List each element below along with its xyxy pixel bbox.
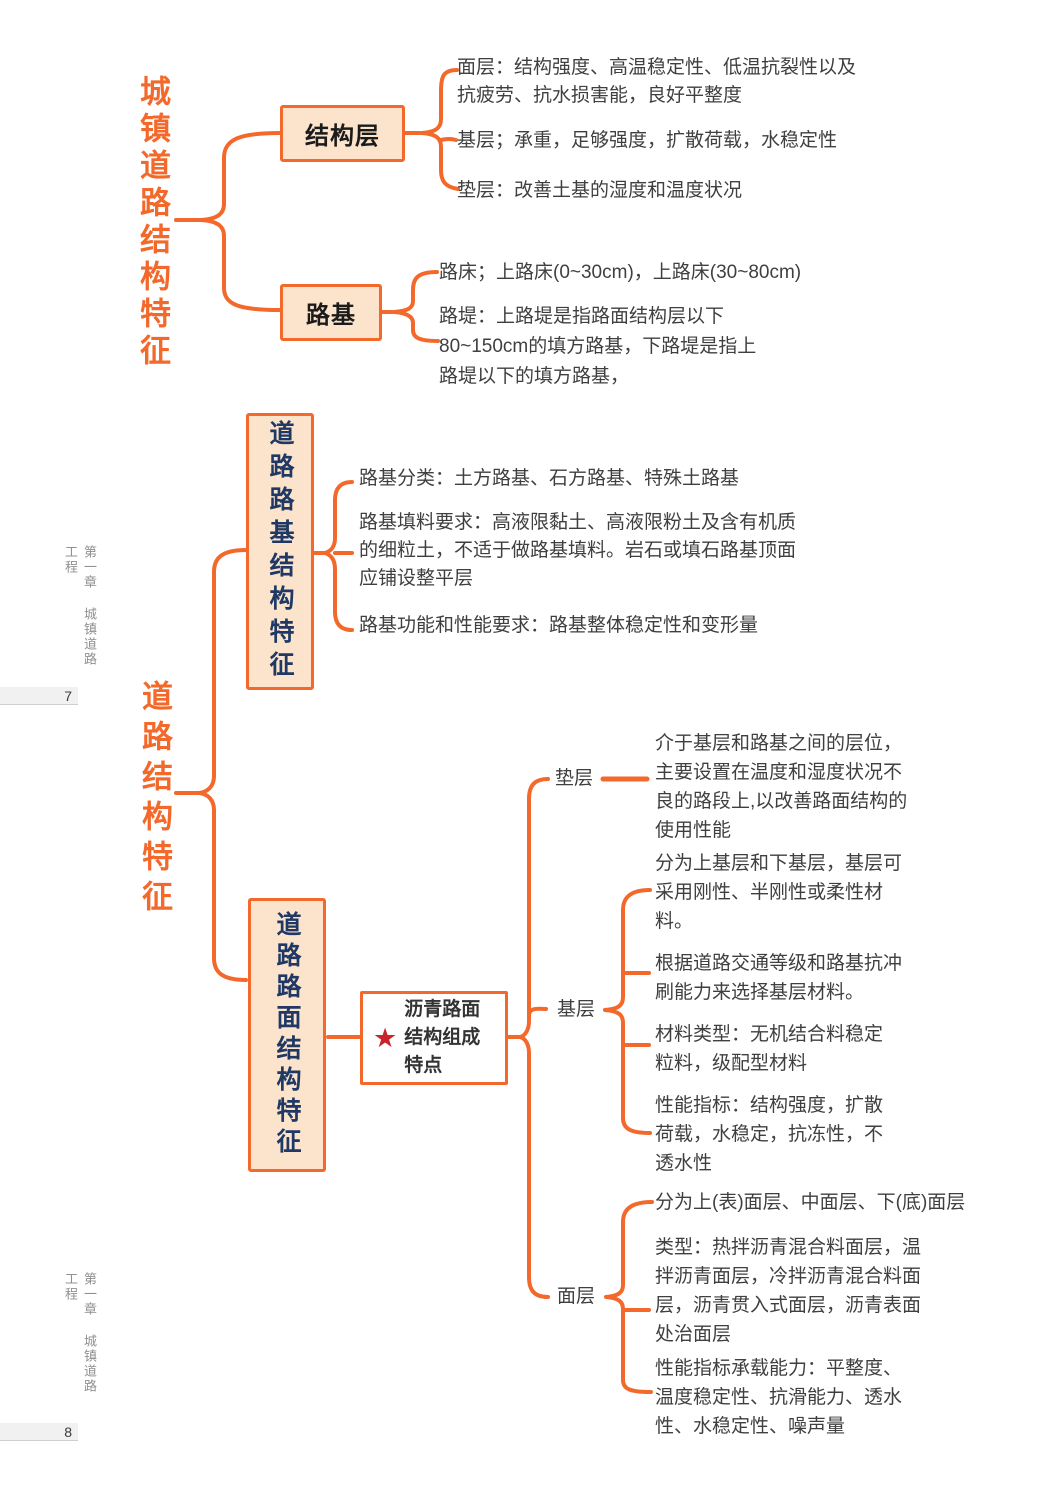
- node-subgrade-structure-label: 道路路基结构特征: [266, 419, 294, 684]
- node-pavement-structure: 道路路面结构特征: [248, 898, 326, 1172]
- text-surface-course: 面层：结构强度、高温稳定性、低温抗裂性以及 抗疲劳、抗水损害能，良好平整度: [457, 57, 857, 106]
- root-title-road-structure: 道路结构特征: [137, 680, 172, 920]
- node-asphalt-pavement-features: ★ 沥青路面 结构组成 特点: [360, 991, 508, 1085]
- node-subgrade-label: 路基: [306, 302, 356, 329]
- text-cushion-desc: 介于基层和路基之间的层位， 主要设置在温度和湿度状况不 良的路段上,以改善路面结…: [655, 733, 908, 841]
- text-subgrade-classification: 路基分类：土方路基、石方路基、特殊土路基: [359, 468, 740, 489]
- text-cushion-course: 垫层：改善土基的湿度和温度状况: [457, 180, 743, 201]
- node-structure-layer: 结构层: [280, 105, 405, 162]
- text-embankment: 路堤：上路堤是指路面结构层以下 80~150cm的填方路基，下路堤是指上 路堤以…: [439, 306, 757, 387]
- text-base-course: 基层；承重，足够强度，扩散荷载，水稳定性: [457, 130, 838, 151]
- page-number-top: 7: [0, 687, 78, 705]
- node-subgrade: 路基: [280, 284, 382, 341]
- margin-chapter-label-bottom: 第一章 城镇道路工程: [63, 1272, 97, 1394]
- page-number-bottom: 8: [0, 1423, 78, 1441]
- label-surface-layer: 面层: [557, 1286, 596, 1307]
- root-title-urban-road-structure: 城镇道路结构特征: [135, 75, 170, 371]
- text-base-p1: 分为上基层和下基层，基层可 采用刚性、半刚性或柔性材 料。: [655, 853, 903, 932]
- text-base-p4: 性能指标：结构强度，扩散 荷载，水稳定，抗冻性，不 透水性: [655, 1095, 884, 1174]
- text-roadbed: 路床；上路床(0~30cm)，上路床(30~80cm): [439, 262, 802, 283]
- text-subgrade-filling: 路基填料要求：高液限黏土、高液限粉土及含有机质 的细粒土，不适于做路基填料。岩石…: [359, 512, 797, 589]
- text-base-p3: 材料类型：无机结合料稳定 粒料，级配型材料: [655, 1024, 884, 1074]
- star-icon: ★: [373, 1022, 398, 1053]
- margin-chapter-label-top: 第一章 城镇道路工程: [63, 545, 97, 667]
- text-base-p2: 根据道路交通等级和路基抗冲 刷能力来选择基层材料。: [655, 953, 903, 1003]
- label-base-layer: 基层: [557, 999, 596, 1020]
- node-subgrade-structure: 道路路基结构特征: [246, 413, 314, 690]
- label-cushion-layer: 垫层: [555, 768, 594, 789]
- text-surface-p2: 类型：热拌沥青混合料面层，温 拌沥青面层，冷拌沥青混合料面 层，沥青贯入式面层，…: [655, 1237, 922, 1345]
- node-structure-layer-label: 结构层: [305, 123, 380, 150]
- text-surface-p1: 分为上(表)面层、中面层、下(底)面层: [655, 1192, 966, 1213]
- text-subgrade-function: 路基功能和性能要求：路基整体稳定性和变形量: [359, 615, 759, 636]
- text-surface-p3: 性能指标承载能力：平整度、 温度稳定性、抗滑能力、透水 性、水稳定性、噪声量: [655, 1358, 903, 1437]
- node-asphalt-pavement-features-label: 沥青路面 结构组成 特点: [404, 999, 481, 1076]
- node-pavement-structure-label: 道路路面结构特征: [273, 911, 301, 1159]
